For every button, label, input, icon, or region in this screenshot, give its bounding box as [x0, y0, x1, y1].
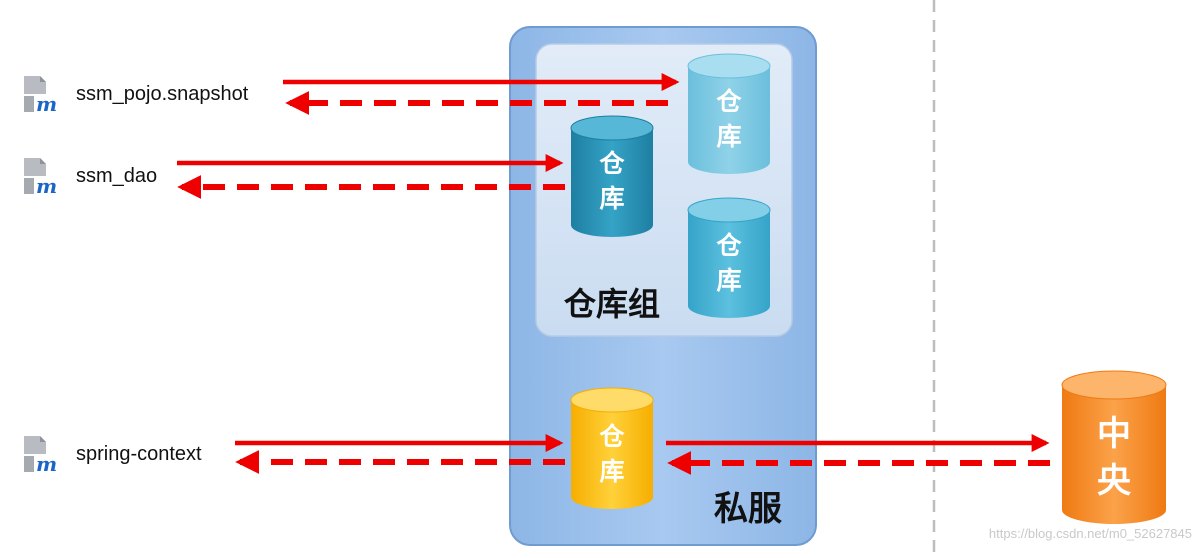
- svg-text:m: m: [36, 452, 57, 474]
- central-repository-label-1: 中: [1097, 414, 1131, 454]
- proxy-repository-label-1: 仓: [598, 422, 625, 451]
- svg-text:m: m: [36, 92, 57, 114]
- private-server-label: 私服: [714, 489, 782, 529]
- repository-group-label: 仓库组: [564, 285, 660, 323]
- maven-module-icon: m: [24, 158, 57, 196]
- context-arrows: [235, 434, 565, 474]
- module-dao: m ssm_dao: [22, 156, 157, 196]
- watermark: https://blog.csdn.net/m0_52627845: [988, 526, 1192, 541]
- proxy-repository-label-2: 库: [599, 457, 624, 486]
- third-repository-label-1: 仓: [715, 231, 742, 260]
- snapshot-arrows: [283, 73, 680, 115]
- module-context: m spring-context: [22, 434, 202, 474]
- module-label: spring-context: [76, 442, 202, 465]
- svg-text:m: m: [36, 174, 57, 196]
- snapshot-repository-label-1: 仓: [715, 87, 742, 116]
- dao-arrows: [177, 154, 565, 199]
- module-label: ssm_dao: [76, 164, 158, 187]
- module-snapshot: m ssm_pojo.snapshot: [22, 74, 248, 114]
- module-label: ssm_pojo.snapshot: [76, 82, 249, 105]
- central-repository-cylinder: 中 央: [1061, 370, 1167, 524]
- central-repository-label-2: 央: [1097, 461, 1132, 501]
- snapshot-repository-label-2: 库: [716, 122, 741, 151]
- maven-module-icon: m: [24, 436, 57, 474]
- central-arrows: [666, 434, 1050, 475]
- maven-module-icon: m: [24, 76, 57, 114]
- snapshot-repository-cylinder: 仓 库: [687, 53, 771, 174]
- third-repository-label-2: 库: [716, 266, 741, 295]
- third-repository-cylinder: 仓 库: [687, 197, 771, 318]
- proxy-repository-cylinder: 仓 库: [570, 387, 654, 509]
- dao-repository-cylinder: 仓 库: [570, 115, 654, 237]
- dao-repository-label-2: 库: [599, 184, 624, 213]
- dao-repository-label-1: 仓: [598, 149, 625, 178]
